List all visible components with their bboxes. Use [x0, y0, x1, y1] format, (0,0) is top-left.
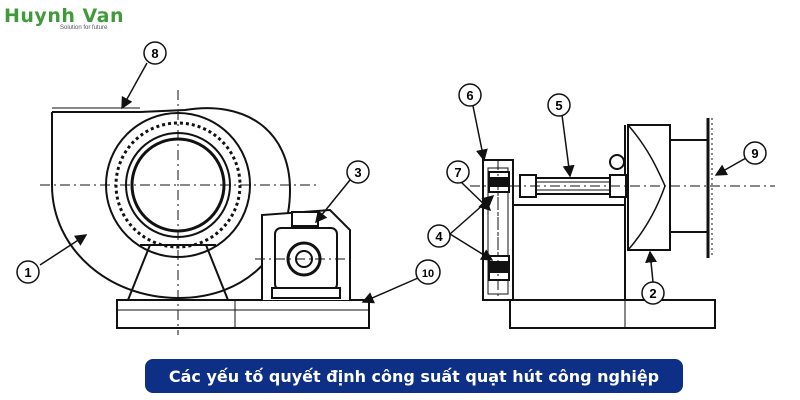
- brand-tagline: Solution for future: [60, 25, 108, 31]
- callout-8: 8: [143, 41, 167, 65]
- callout-5: 5: [547, 93, 571, 117]
- fan-technical-drawing: 1 2 3 4 5 6 7 8: [16, 41, 775, 335]
- svg-text:8: 8: [151, 46, 158, 61]
- svg-text:7: 7: [454, 165, 461, 180]
- caption-banner: Các yếu tố quyết định công suất quạt hút…: [145, 359, 683, 393]
- svg-text:1: 1: [24, 265, 31, 280]
- svg-text:3: 3: [354, 165, 361, 180]
- svg-text:2: 2: [649, 286, 656, 301]
- base-frame-left: [116, 299, 370, 329]
- callout-9: 9: [743, 141, 767, 165]
- base-frame-right: [509, 299, 716, 329]
- impeller-housing: [627, 124, 671, 251]
- callout-10: 10: [415, 259, 441, 285]
- svg-text:10: 10: [422, 268, 434, 280]
- brand-name: Huynh Van: [4, 5, 124, 27]
- callout-7: 7: [446, 160, 470, 184]
- callout-labels: 1 2 3 4 5 6 7 8: [16, 41, 767, 305]
- fan-side-view: [470, 118, 775, 329]
- svg-text:6: 6: [466, 88, 473, 103]
- brand-logo: Huynh Van Solution for future: [4, 6, 124, 31]
- motor-terminal-box: [291, 211, 319, 227]
- svg-text:9: 9: [751, 146, 758, 161]
- fan-front-view: [40, 90, 370, 335]
- svg-text:5: 5: [555, 98, 562, 113]
- callout-6: 6: [458, 83, 482, 107]
- callout-3: 3: [346, 160, 370, 184]
- callout-1: 1: [16, 260, 40, 284]
- callout-2: 2: [641, 281, 665, 305]
- svg-text:4: 4: [435, 229, 443, 244]
- caption-text: Các yếu tố quyết định công suất quạt hút…: [168, 366, 660, 386]
- callout-4: 4: [427, 224, 451, 248]
